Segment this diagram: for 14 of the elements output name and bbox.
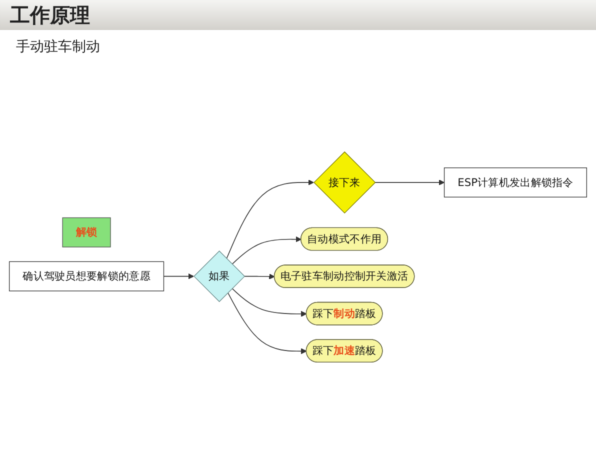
node-diamond: 如果 [194, 250, 246, 302]
node-box: 解锁 [62, 217, 111, 248]
arrow [232, 236, 302, 265]
arrow [163, 273, 194, 280]
arrow [244, 274, 275, 280]
node-box: ESP计算机发出解锁指令 [444, 167, 587, 198]
arrow [232, 288, 307, 317]
subtitle: 手动驻车制动 [16, 39, 100, 55]
node-diamond: 接下来 [314, 151, 376, 214]
node-box: 确认驾驶员想要解锁的意愿 [9, 261, 164, 292]
title: 工作原理 [10, 2, 90, 28]
arrow [226, 180, 314, 259]
arrow [227, 292, 307, 354]
arrow [374, 180, 445, 186]
